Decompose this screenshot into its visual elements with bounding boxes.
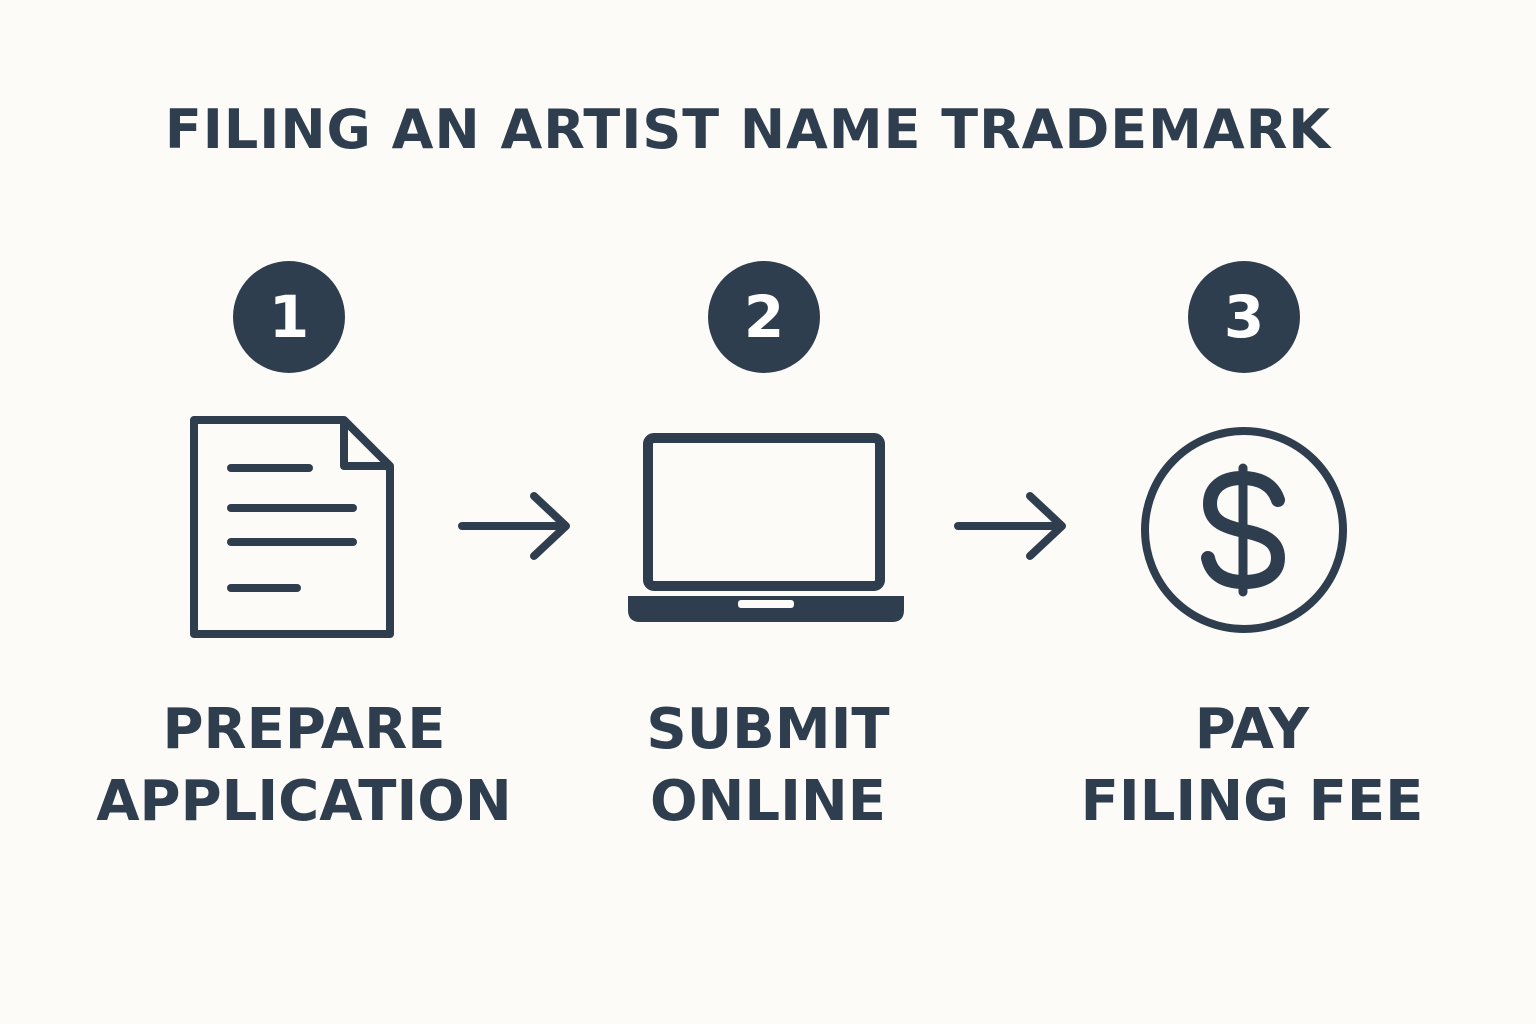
laptop-icon [624,430,908,626]
arrow-right-icon [456,490,576,562]
step-label: PREPARE APPLICATION [80,694,528,838]
step-label: SUBMIT ONLINE [568,694,968,838]
step-label-line-1: PAY [1194,697,1310,762]
step-label-line-1: SUBMIT [646,697,890,762]
step-label-line-2: ONLINE [649,769,887,834]
dollar-coin-icon [1138,424,1350,636]
step-label: PAY FILING FEE [1048,694,1456,838]
step-number-badge: 2 [708,261,820,373]
arrow-right-icon [952,490,1072,562]
step-label-line-2: APPLICATION [96,769,512,834]
step-label-line-2: FILING FEE [1080,769,1424,834]
page-title: FILING AN ARTIST NAME TRADEMARK [164,98,1332,161]
step-number-badge: 3 [1188,261,1300,373]
document-icon [186,412,398,644]
step-number-badge: 1 [233,261,345,373]
step-label-line-1: PREPARE [162,697,446,762]
